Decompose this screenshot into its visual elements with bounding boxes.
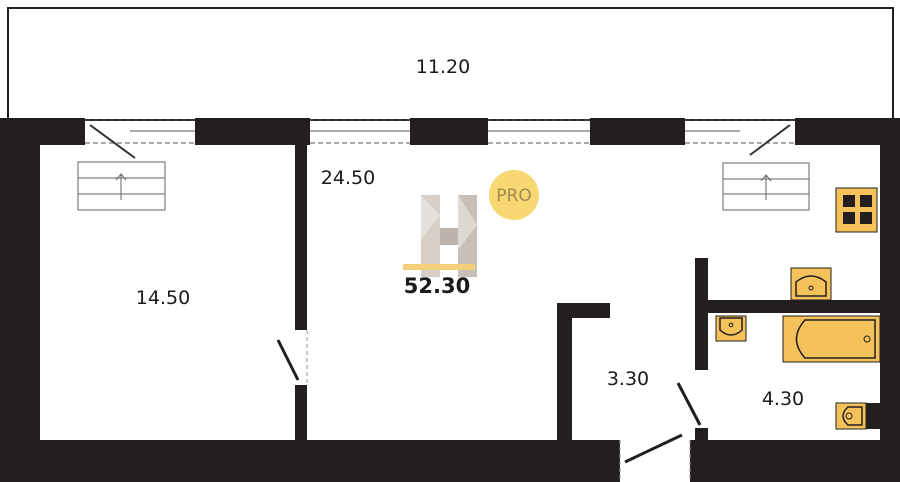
window [85, 119, 195, 144]
kitchen-sink-icon [790, 267, 832, 301]
stairs-left [77, 161, 166, 211]
window [310, 119, 410, 144]
balcony-outline [7, 7, 894, 121]
window [685, 119, 795, 144]
balcony-door-right [749, 124, 791, 156]
living-area: 24.50 [321, 167, 375, 189]
bedroom-door [276, 339, 300, 381]
bedroom-area: 14.50 [136, 287, 190, 309]
stove-icon [835, 187, 878, 233]
balcony-area: 11.20 [416, 56, 470, 78]
entrance-door [624, 433, 683, 464]
bathroom-area: 4.30 [762, 388, 804, 410]
pro-badge-text: PRO [496, 186, 531, 206]
walls [0, 118, 900, 482]
toilet-icon [835, 402, 880, 430]
washbasin-icon [715, 315, 747, 342]
total-area: 52.30 [404, 274, 470, 298]
stairs-right [722, 162, 810, 211]
balcony-door-left [89, 124, 136, 159]
bathtub-icon [782, 315, 881, 363]
windows [85, 119, 795, 159]
window [488, 119, 590, 144]
bathroom-door [676, 382, 702, 426]
pro-badge [489, 170, 539, 220]
doors [276, 330, 702, 482]
logo-h [403, 195, 477, 277]
hall-area: 3.30 [607, 368, 649, 390]
